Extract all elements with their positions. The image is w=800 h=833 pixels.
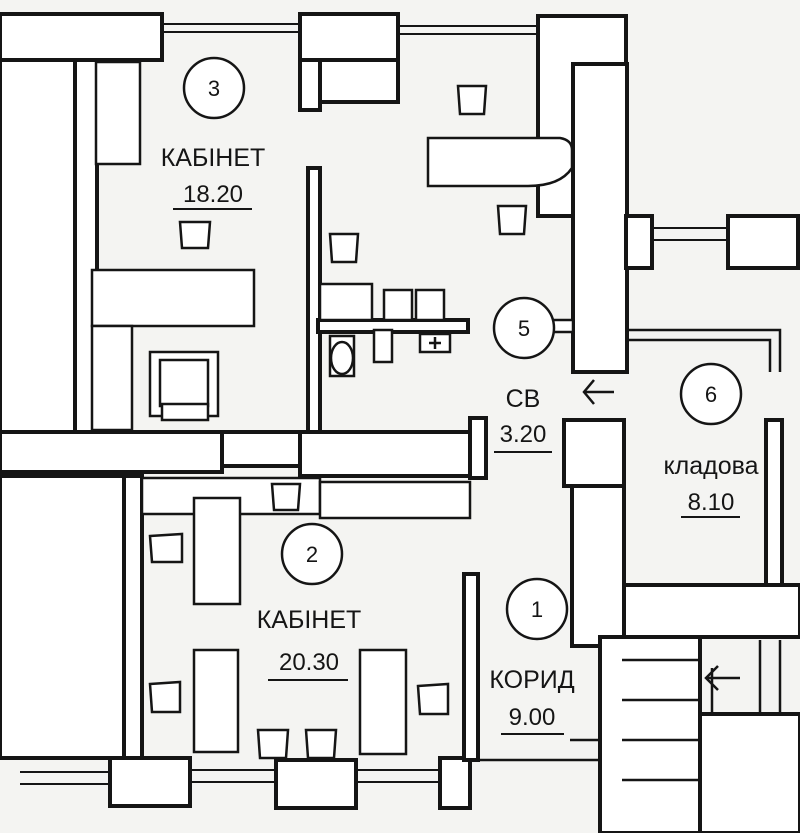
room-number: 6	[705, 382, 717, 407]
room-1: 1 КОРИД 9.00	[489, 577, 575, 735]
room-area: 18.20	[183, 181, 243, 208]
room-number-badge	[505, 577, 569, 641]
room-area: 20.30	[279, 649, 339, 676]
room-number-badge	[182, 56, 246, 120]
room-2: 2 КАБІНЕТ 20.30	[257, 522, 362, 681]
room-5: 5 СВ 3.20	[492, 296, 556, 453]
room-number-badge	[679, 362, 743, 426]
room-3: 3 КАБІНЕТ 18.20	[161, 56, 266, 210]
room-number: 3	[208, 76, 220, 101]
furniture	[90, 60, 740, 760]
room-name: КАБІНЕТ	[161, 144, 266, 172]
room-6: 6 кладова 8.10	[663, 362, 759, 518]
room-number-badge	[492, 296, 556, 360]
room-number: 5	[518, 316, 530, 341]
room-name: КАБІНЕТ	[257, 606, 362, 634]
room-name: СВ	[506, 385, 541, 413]
room-area: 9.00	[509, 704, 556, 731]
room-number-badge	[280, 522, 344, 586]
room-number: 2	[306, 542, 318, 567]
room-name: КОРИД	[489, 666, 574, 694]
room-name: кладова	[663, 452, 758, 480]
room-area: 3.20	[500, 421, 547, 448]
room-number: 1	[531, 597, 543, 622]
room-area: 8.10	[688, 489, 735, 516]
walls	[0, 12, 800, 833]
